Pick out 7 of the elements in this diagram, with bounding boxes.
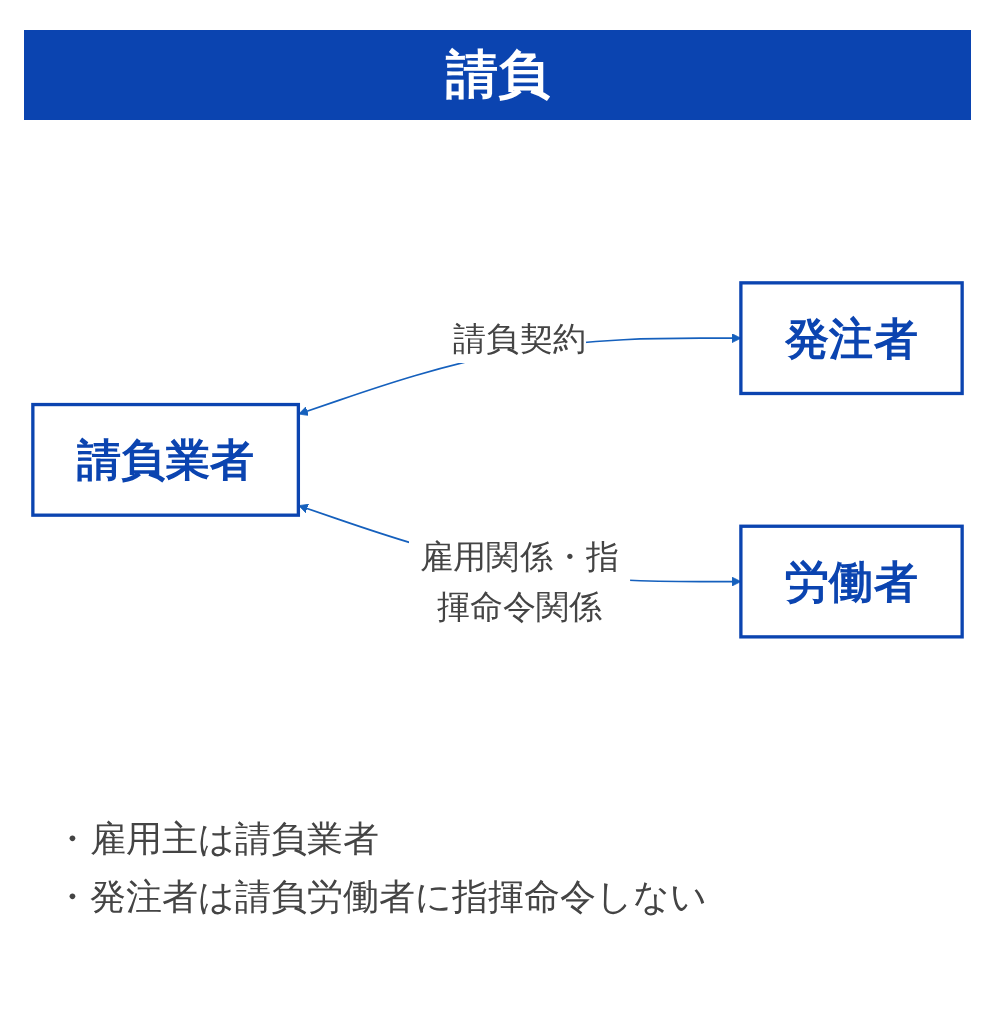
node-box: 請負業者 xyxy=(31,403,301,517)
edge-label: 請負契約 xyxy=(453,318,586,358)
node-box: 労働者 xyxy=(739,524,964,639)
edge-label: 雇用関係・指揮命令関係 xyxy=(420,537,620,626)
note-text: ・発注者は請負労働者に指揮命令しない xyxy=(54,874,707,919)
note-text: ・雇用主は請負業者 xyxy=(54,817,379,861)
title-banner: 請負 xyxy=(24,30,971,120)
